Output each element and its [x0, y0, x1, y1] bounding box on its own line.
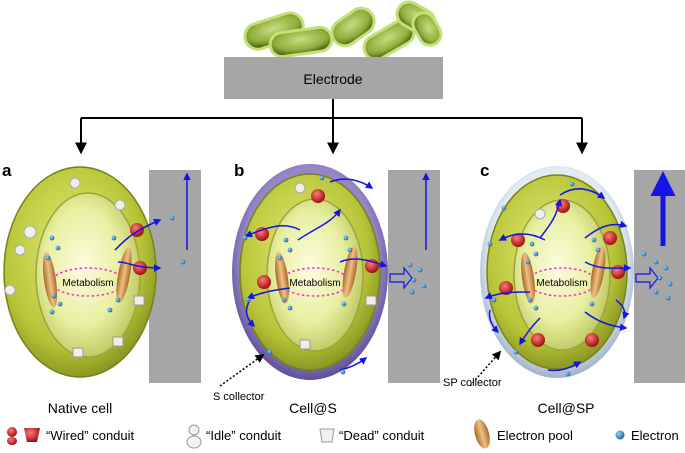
legend-idle-label: “Idle” conduit	[206, 428, 282, 443]
branch-arrows	[75, 99, 588, 155]
wired-conduit-icon	[7, 427, 40, 445]
legend-electron-label: Electron	[631, 428, 679, 443]
panel-a-letter: a	[2, 161, 12, 180]
panel-a: a Metabolism Native	[2, 161, 201, 416]
panel-a-caption: Native cell	[48, 400, 113, 416]
legend-dead-label: “Dead” conduit	[339, 428, 425, 443]
panel-b-metabolism-label: Metabolism	[289, 278, 340, 289]
electron-pool	[275, 252, 289, 304]
panel-b-collector-label: S collector	[213, 391, 265, 403]
electron-pool	[116, 247, 132, 303]
panel-a-electrode	[149, 170, 201, 383]
electron-pool	[521, 252, 535, 304]
panel-c-caption: Cell@SP	[537, 400, 594, 416]
bacteria-cluster	[243, 0, 443, 61]
legend-pool-label: Electron pool	[497, 428, 573, 443]
panel-c-metabolism-label: Metabolism	[536, 278, 587, 289]
electrode-label: Electrode	[303, 71, 362, 87]
electron-pool	[590, 246, 606, 298]
panel-b: b Metabolism	[213, 161, 440, 416]
legend-wired-label: “Wired” conduit	[46, 428, 135, 443]
panel-c-collector-label: SP collector	[443, 377, 502, 389]
panel-c-letter: c	[480, 161, 489, 180]
legend: “Wired” conduit “Idle” conduit “Dead” co…	[7, 419, 679, 449]
dead-conduit-icon	[319, 428, 335, 443]
panel-b-electrode	[388, 170, 440, 383]
idle-conduit-icon	[186, 424, 202, 449]
electron-pool-icon	[474, 419, 490, 449]
electron-icon	[615, 430, 625, 440]
panel-a-metabolism-label: Metabolism	[62, 278, 113, 289]
panel-b-letter: b	[234, 161, 244, 180]
panel-c: c Metabolism	[443, 161, 685, 416]
electrode-top	[224, 57, 443, 99]
panel-b-caption: Cell@S	[289, 400, 337, 416]
